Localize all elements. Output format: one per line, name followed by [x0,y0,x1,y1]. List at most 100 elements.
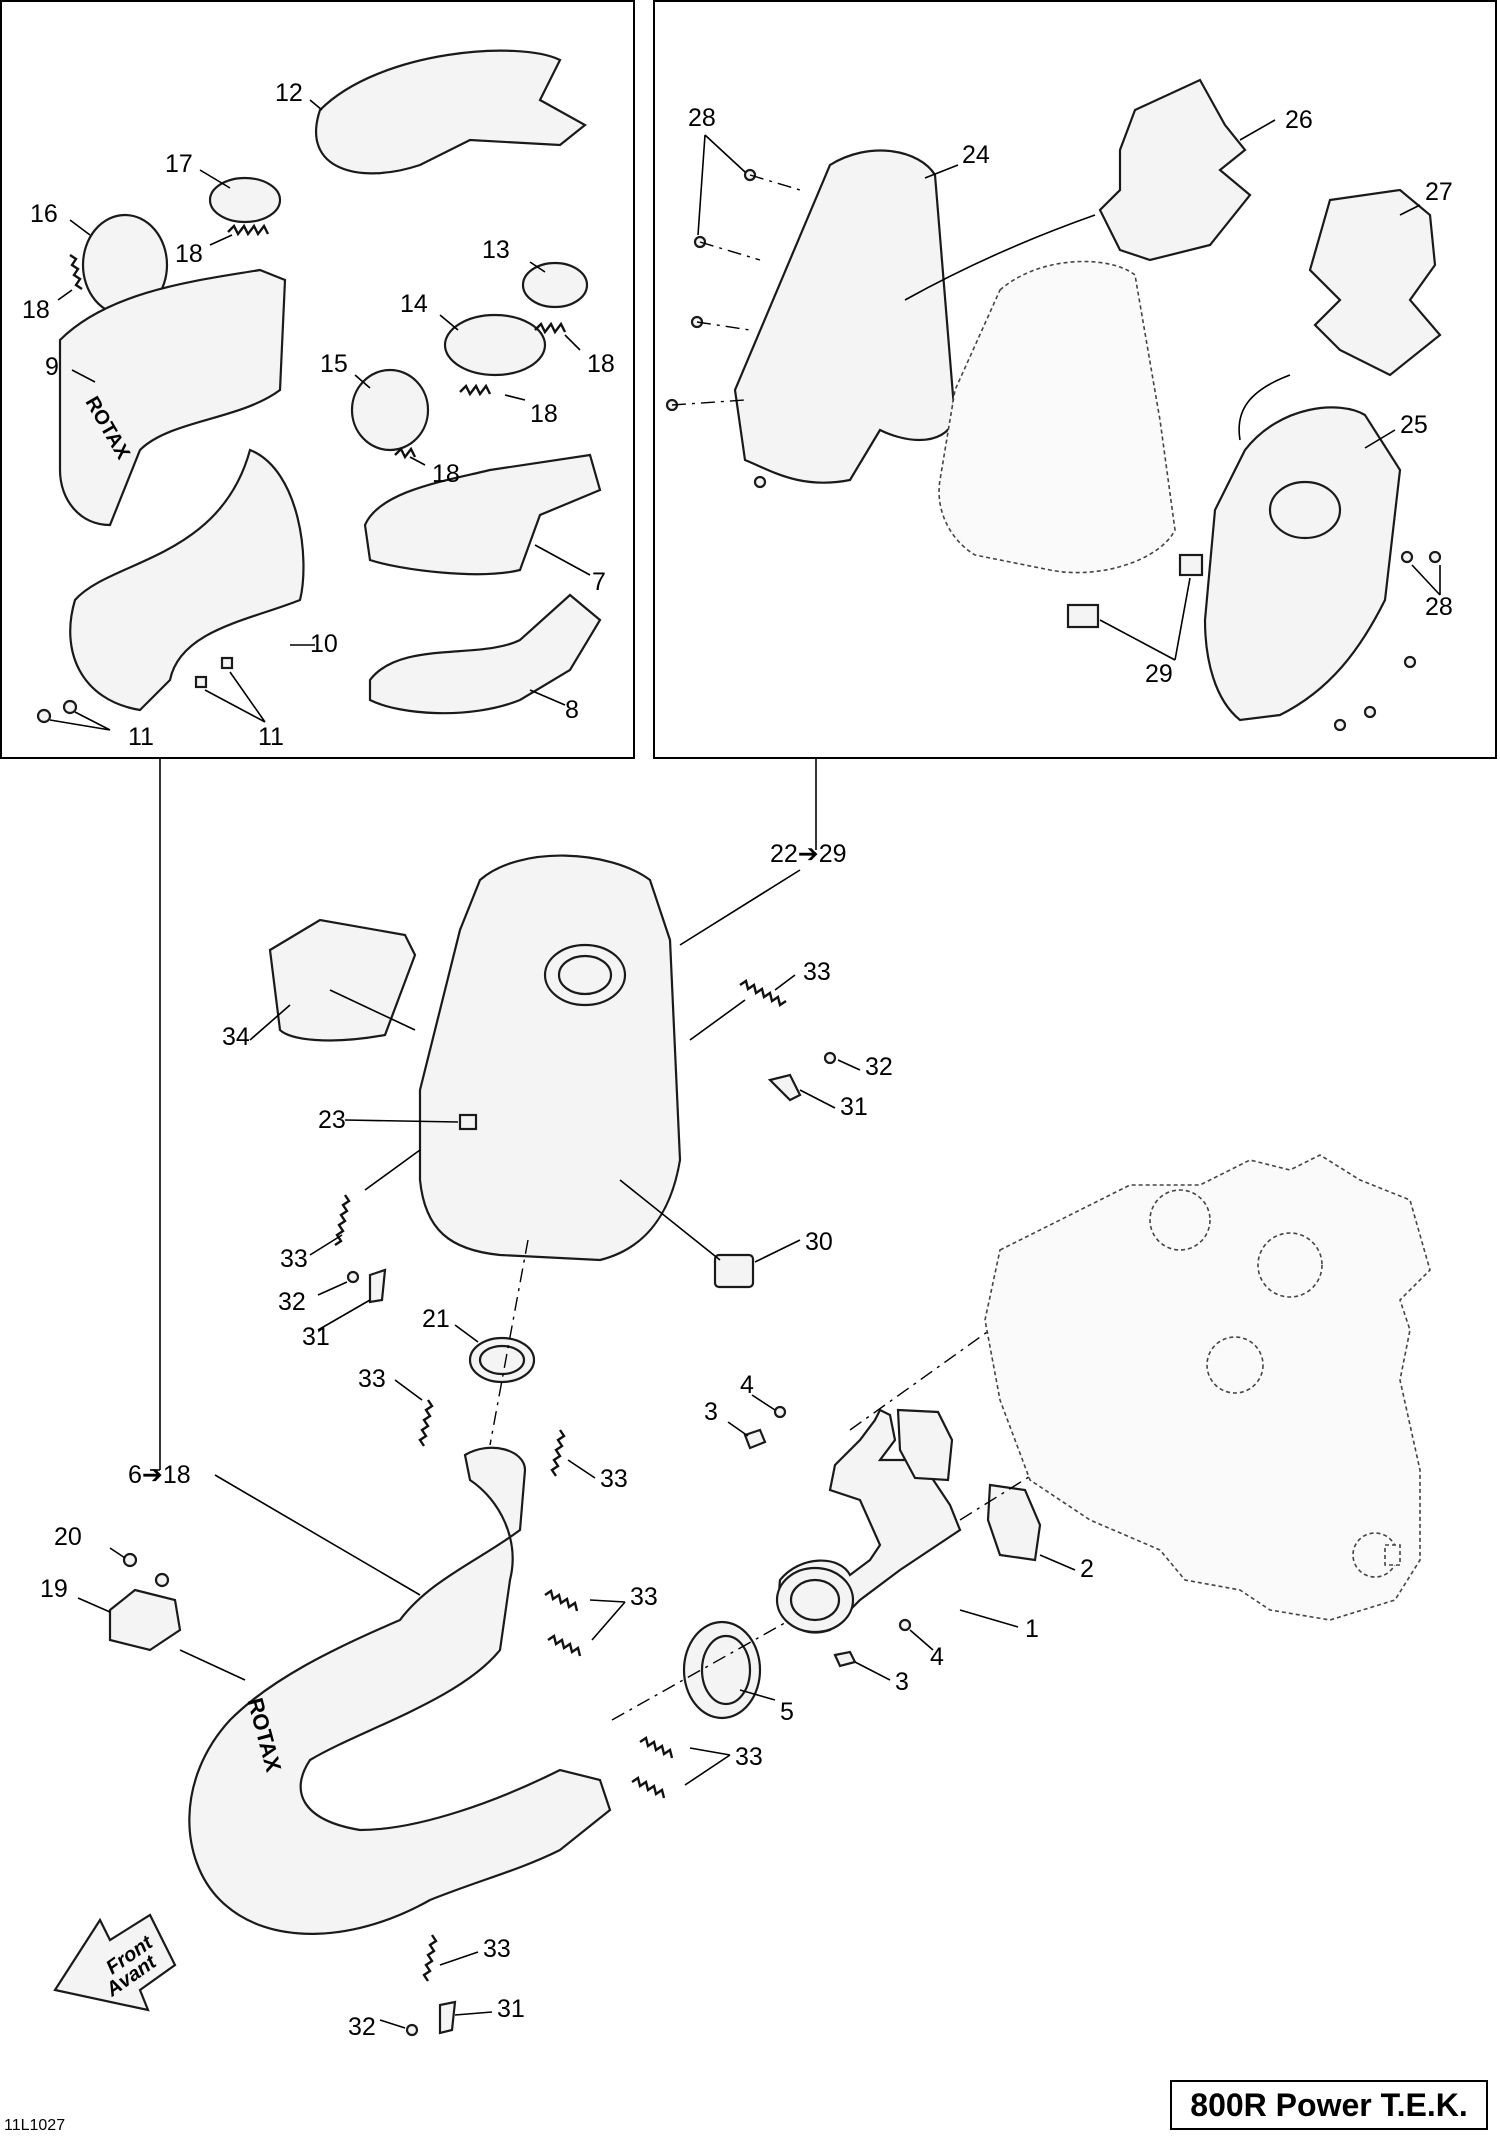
part-3-bolt-a [743,1428,767,1450]
callout-18e: 18 [432,460,460,488]
leader-7 [534,544,591,576]
part-17-ring [208,176,282,224]
part-33-spring-g [639,1736,674,1759]
part-28-fastener-g [1428,550,1442,564]
part-25-outlet [1268,480,1342,540]
callout-32a: 32 [865,1053,893,1081]
arrow-33b [364,1149,421,1191]
leader-24 [924,164,959,179]
leader-6-18 [214,1474,421,1596]
leader-17 [199,169,231,189]
callout-18d: 18 [530,400,558,428]
callout-31b: 31 [302,1323,330,1351]
part-8-lower-cover [368,593,602,715]
callout-34: 34 [222,1023,250,1051]
arrow-33a [689,999,746,1041]
part-34-plate [268,918,417,1042]
part-2-gasket-b [986,1483,1042,1562]
muffler-body-reference [938,260,1176,574]
part-4-washer-a [773,1405,787,1419]
callout-4a: 4 [740,1371,754,1399]
part-25-rear-shell [1203,406,1402,722]
part-18-spring-e [394,446,417,460]
leader-11a [49,711,111,731]
leader-27-arrow [1238,374,1291,441]
callout-22-29: 22➔29 [770,840,847,868]
leader-18c [564,334,581,351]
part-4-washer-b [898,1618,912,1632]
leader-25 [1364,429,1396,449]
leader-3b [854,1661,891,1681]
callout-33e: 33 [630,1583,658,1611]
callout-8: 8 [565,696,579,724]
leader-16 [69,219,91,236]
callout-23: 23 [318,1106,346,1134]
leader-33c [394,1379,423,1401]
part-23-grommet [458,1113,478,1131]
part-15-ring [350,368,430,452]
leader-13 [529,261,546,273]
callout-2: 2 [1080,1555,1094,1583]
document-code: 11L1027 [4,2117,66,2134]
callout-25: 25 [1400,411,1428,439]
leader-33a [774,974,796,991]
leader-34 [249,1004,291,1041]
leader-3a [727,1421,749,1437]
part-24-front-shell [733,149,957,484]
part-32-nut-c [405,2023,419,2037]
leader-33g [439,1951,479,1966]
leader-33d [567,1459,596,1479]
callout-33d: 33 [600,1465,628,1493]
leader-20 [109,1547,126,1559]
part-27-plate [1308,188,1442,377]
callout-30: 30 [805,1228,833,1256]
callout-21: 21 [422,1305,450,1333]
part-33-spring-h [631,1776,666,1799]
part-33-spring-f [547,1634,582,1657]
callout-14: 14 [400,290,428,318]
part-29-clip-b [1066,603,1100,629]
part-11-grommet-b [62,699,78,715]
tuned-pipe [188,1446,612,1935]
part-18-spring-c [534,321,567,335]
part-33-spring-c [418,1399,434,1447]
engine-cylinder-c [1206,1336,1264,1394]
callout-1: 1 [1025,1615,1039,1643]
leader-27 [1399,204,1421,216]
part-10-pipe-cover [69,448,305,712]
part-20-screw-b [154,1572,170,1588]
callout-31a: 31 [840,1093,868,1121]
part-11-grommet-c [194,675,208,689]
part-33-spring-i [422,1934,438,1982]
leader-33b [309,1234,343,1256]
part-18-spring-a [227,223,270,237]
part-29-clip-a [1178,553,1204,577]
callout-33a: 33 [803,958,831,986]
part-18-spring-d [459,383,492,397]
callout-33c: 33 [358,1365,386,1393]
callout-4b: 4 [930,1643,944,1671]
callout-11a: 11 [128,723,154,751]
leader-18d [504,394,526,401]
leader-2 [1039,1554,1076,1571]
callout-26: 26 [1285,106,1313,134]
leader-4b [909,1629,934,1651]
leader-31c [454,2011,493,2016]
part-30-clip [713,1253,755,1289]
part-7-elbow-cover [363,453,602,576]
detail-frame-pipe [0,0,635,759]
part-3-bolt-b [833,1650,857,1668]
part-28-fastener-h [1403,655,1417,669]
detail-frame-muffler [653,0,1497,759]
part-32-nut-b [346,1270,360,1284]
leader-11b [204,671,266,723]
part-26-plate [1098,78,1252,262]
callout-20: 20 [54,1523,82,1551]
callout-32b: 32 [278,1288,306,1316]
leader-32b [317,1281,348,1296]
part-31-bracket-b [368,1268,387,1304]
axis-28 [671,174,801,406]
leader-1 [959,1609,1019,1628]
arrow-19 [179,1649,246,1681]
callout-18a: 18 [175,240,203,268]
